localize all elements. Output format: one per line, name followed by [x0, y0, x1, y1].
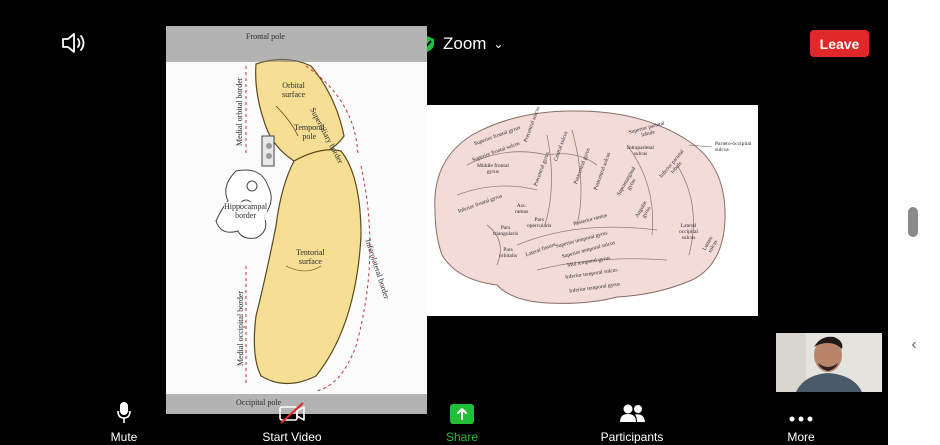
participants-label: Participants: [600, 430, 664, 444]
chevron-left-icon[interactable]: ‹: [911, 336, 917, 353]
label-middle-frontal-gyrus: Middle frontal gyrus: [477, 163, 509, 175]
start-video-button[interactable]: Start Video: [258, 398, 326, 445]
label-medial-orbital-border: Medial orbital border: [235, 77, 244, 146]
label-lateral-occipital-sulcus: Lateral occipital sulcus: [679, 223, 698, 241]
share-arrow-icon: [450, 404, 474, 424]
app-title: Zoom: [443, 34, 487, 53]
meeting-title-button[interactable]: Zoom ⌄: [419, 33, 504, 55]
share-button[interactable]: Share: [441, 398, 483, 445]
microphone-icon: [116, 398, 132, 424]
label-frontal-pole: Frontal pole: [246, 32, 285, 41]
more-button[interactable]: More: [781, 398, 821, 445]
leave-button[interactable]: Leave: [810, 30, 869, 57]
label-tentorial-surface: Tentorial surface: [296, 248, 325, 266]
label-orbital-surface: Orbital surface: [282, 81, 306, 99]
more-label: More: [787, 430, 815, 444]
chevron-down-icon: ⌄: [493, 37, 504, 51]
label-temporal-pole: Temporal pole: [294, 123, 325, 141]
label-parieto-occipital-sulcus: Parieto-occipital sulcus: [715, 141, 752, 153]
label-occipital-pole: Occipital pole: [236, 398, 282, 407]
start-video-label: Start Video: [262, 430, 322, 444]
speaker-icon[interactable]: [60, 31, 90, 55]
temporal-lobe-diagram: [215, 58, 371, 392]
video-off-icon: [277, 398, 307, 424]
label-pars-orbitalis: Pars orbitalis: [499, 247, 518, 259]
label-pars-opercularis: Pars opercularis: [527, 217, 552, 229]
label-medial-occipital-border: Medial occipital border: [236, 290, 245, 366]
label-hippocampal-border: Hippocampal border: [224, 202, 268, 220]
shared-slide-right: Superior frontal gyrus Superior frontal …: [427, 105, 758, 316]
label-asc-ramus: Asc. ramus: [515, 203, 529, 215]
lateral-brain-diagram: [434, 110, 726, 304]
more-dots-icon: [788, 398, 814, 424]
slide-gray-overlay-bottom: [166, 394, 427, 414]
scroll-handle[interactable]: [908, 207, 918, 237]
participants-icon: [618, 398, 646, 424]
shared-slide-left: Frontal pole Orbital surface Temporal po…: [166, 26, 427, 414]
share-label: Share: [445, 430, 479, 444]
self-video-thumbnail[interactable]: [776, 333, 882, 392]
mute-button[interactable]: Mute: [99, 398, 149, 445]
mute-label: Mute: [110, 430, 138, 444]
participant-avatar: [776, 333, 882, 392]
label-intraparietal-sulcus: Intraparietal sulcus: [627, 145, 654, 157]
meeting-area: Zoom ⌄ Leave Frontal pole: [0, 0, 888, 445]
meeting-toolbar: Mute Start Video Share: [0, 398, 888, 445]
slide-gray-overlay-top: [166, 26, 427, 62]
participants-button[interactable]: Participants: [597, 398, 667, 445]
label-pars-triangularis: Pars triangularis: [493, 225, 519, 237]
